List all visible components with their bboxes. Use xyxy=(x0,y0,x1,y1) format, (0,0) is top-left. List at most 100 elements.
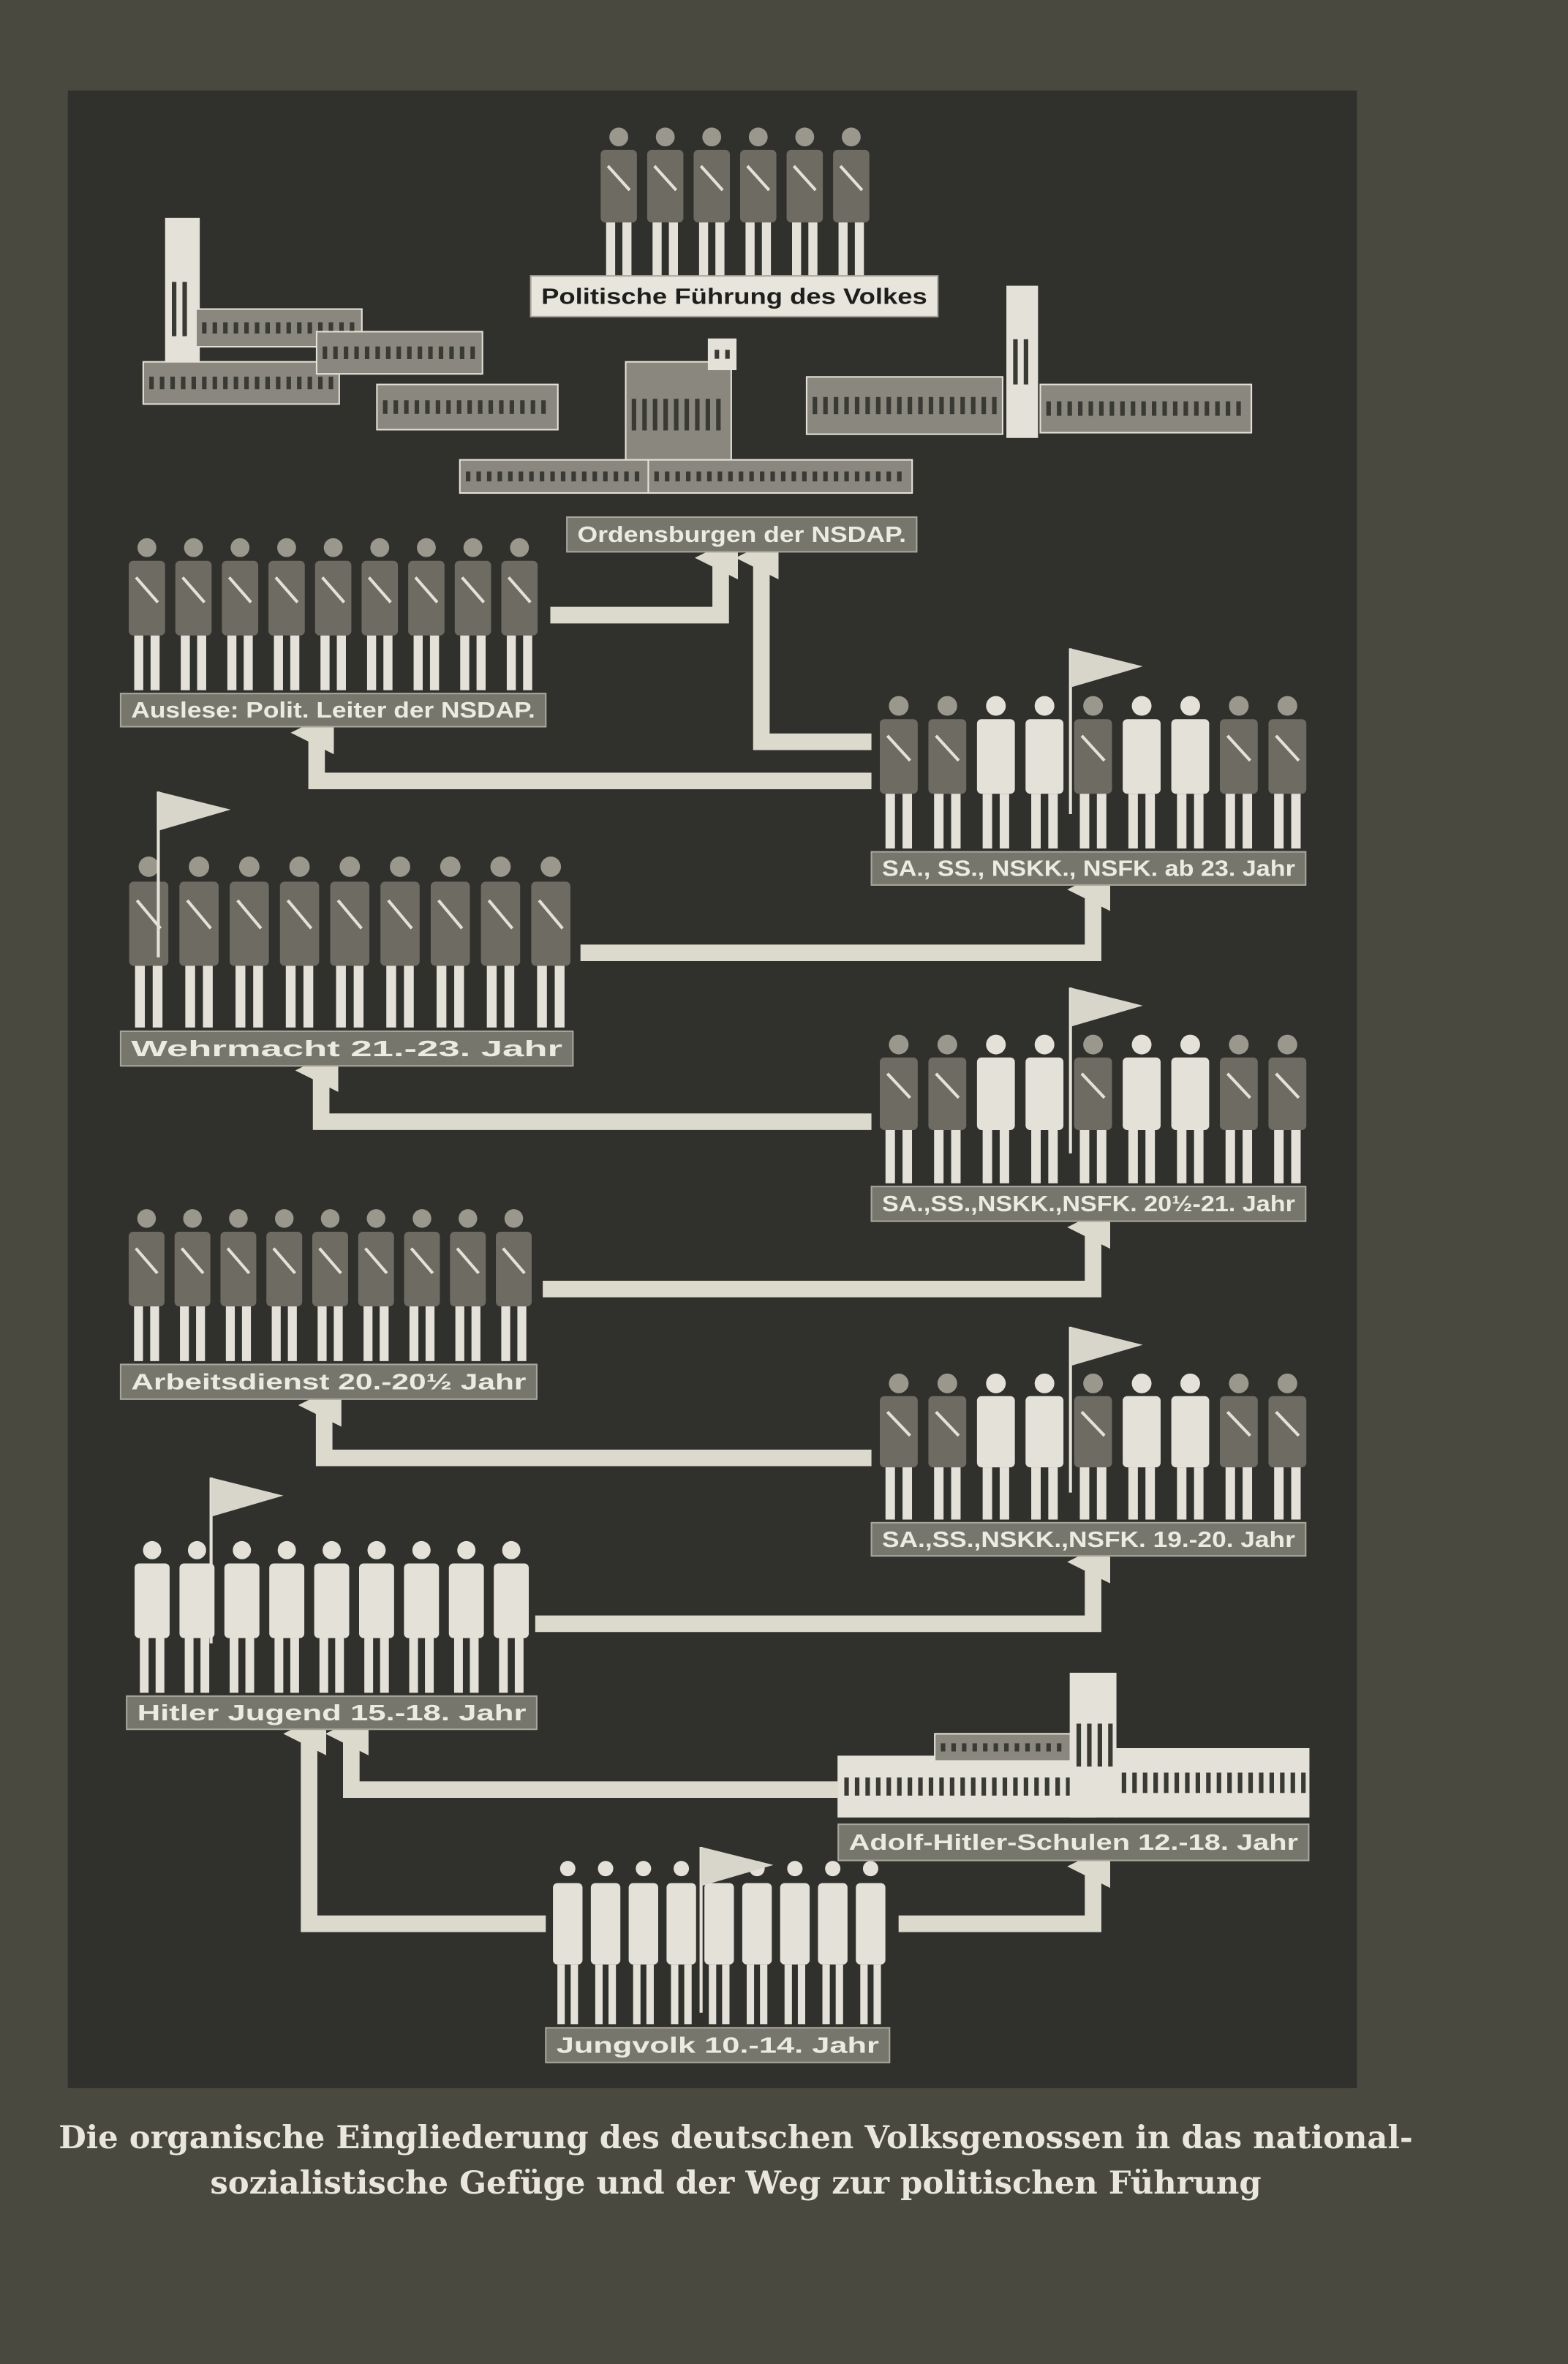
group-label: Ordensburgen der NSDAP. xyxy=(578,522,906,547)
label-bar xyxy=(529,275,939,317)
figure xyxy=(1074,1373,1112,1520)
figure-row xyxy=(553,1847,886,2025)
group-label: Jungvolk 10.-14. Jahr xyxy=(557,2032,879,2058)
arrow-connector xyxy=(283,1712,546,1932)
figure xyxy=(404,1209,440,1361)
flag-icon xyxy=(209,1477,284,1644)
figure xyxy=(501,538,538,690)
figure xyxy=(330,857,370,1028)
group-auslese: Auslese: Polit. Leiter der NSDAP. xyxy=(119,693,547,728)
figure xyxy=(135,1540,170,1693)
figure xyxy=(780,1861,810,2025)
figure xyxy=(818,1861,848,2025)
arrows-layer xyxy=(283,536,1111,1932)
label-bar xyxy=(119,693,547,728)
figure xyxy=(1025,696,1064,849)
figure xyxy=(1219,696,1258,849)
figure xyxy=(358,1209,394,1361)
figure xyxy=(1123,696,1161,849)
arrow-connector xyxy=(295,1048,872,1130)
figure xyxy=(220,1209,257,1361)
figure xyxy=(833,127,870,276)
figure xyxy=(448,1540,484,1693)
group-label: Auslese: Polit. Leiter der NSDAP. xyxy=(131,697,535,723)
figure xyxy=(786,127,823,276)
label-bar xyxy=(870,1521,1307,1557)
adolf-hitler-schule-building xyxy=(837,1672,1310,1818)
figure xyxy=(480,857,521,1028)
group-label: SA., SS., NSKK., NSFK. ab 23. Jahr xyxy=(882,856,1295,881)
figure xyxy=(1074,696,1112,849)
figure-row xyxy=(879,1326,1307,1520)
figure xyxy=(380,857,420,1028)
arrow-connector xyxy=(580,867,1111,962)
group-hitler-jugend: Hitler Jugend 15.-18. Jahr xyxy=(126,1695,538,1731)
figure-row xyxy=(135,1477,529,1693)
group-jungvolk: Jungvolk 10.-14. Jahr xyxy=(545,2027,891,2063)
group-sa-ab-23: SA., SS., NSKK., NSFK. ab 23. Jahr xyxy=(870,851,1307,886)
label-bar xyxy=(119,1030,574,1067)
figure xyxy=(666,1861,696,2025)
flag-icon xyxy=(1068,1326,1143,1493)
figure xyxy=(269,1540,305,1693)
flag-icon xyxy=(1068,648,1143,815)
figure xyxy=(408,538,445,690)
figure xyxy=(268,538,305,690)
figure xyxy=(1123,1373,1161,1520)
figure xyxy=(314,1540,350,1693)
figure xyxy=(494,1540,529,1693)
figure xyxy=(430,857,470,1028)
figure xyxy=(590,1861,621,2025)
flag-icon xyxy=(699,1847,774,2013)
labels-layer: Politische Führung des VolkesOrdensburge… xyxy=(119,275,1310,2063)
figure-row xyxy=(879,648,1307,849)
group-label: SA.,SS.,NSKK.,NSFK. 20½-21. Jahr xyxy=(882,1191,1295,1216)
figure xyxy=(179,1540,215,1693)
label-bar xyxy=(837,1823,1310,1862)
figure xyxy=(879,1373,918,1520)
group-label: SA.,SS.,NSKK.,NSFK. 19.-20. Jahr xyxy=(882,1527,1295,1552)
arrow-connector xyxy=(290,711,872,790)
figure xyxy=(175,538,212,690)
figure xyxy=(1025,1373,1064,1520)
figures-layer xyxy=(128,127,1307,2025)
figure xyxy=(1025,1034,1064,1183)
ordensburg-left-building xyxy=(142,217,559,431)
figure xyxy=(553,1861,583,2025)
figure xyxy=(1123,1034,1161,1183)
figure xyxy=(1268,1034,1307,1183)
figure xyxy=(266,1209,303,1361)
flag-icon xyxy=(1068,987,1143,1153)
figure xyxy=(496,1209,532,1361)
figure-row xyxy=(129,538,538,690)
group-label: Politische Führung des Volkes xyxy=(541,283,927,309)
figure xyxy=(600,127,637,276)
arrow-connector xyxy=(535,1540,1111,1633)
buildings-layer xyxy=(142,217,1310,1818)
group-sa-20-21: SA.,SS.,NSKK.,NSFK. 20½-21. Jahr xyxy=(870,1186,1307,1222)
figure xyxy=(693,127,731,276)
figure xyxy=(1171,696,1210,849)
group-politische-fuehrung: Politische Führung des Volkes xyxy=(529,275,939,317)
group-arbeitsdienst: Arbeitsdienst 20.-20½ Jahr xyxy=(119,1363,538,1400)
group-adolf-hitler-schulen: Adolf-Hitler-Schulen 12.-18. Jahr xyxy=(837,1823,1310,1862)
figure xyxy=(976,696,1015,849)
group-label: Hitler Jugend 15.-18. Jahr xyxy=(137,1700,527,1725)
label-bar xyxy=(119,1363,538,1400)
figure xyxy=(739,127,777,276)
group-ordensburgen: Ordensburgen der NSDAP. xyxy=(566,516,918,553)
label-bar xyxy=(870,1186,1307,1222)
figure xyxy=(454,538,491,690)
figure xyxy=(361,538,399,690)
figure xyxy=(856,1861,886,2025)
label-bar xyxy=(545,2027,891,2063)
figure xyxy=(224,1540,260,1693)
group-label: Arbeitsdienst 20.-20½ Jahr xyxy=(131,1369,526,1394)
figure xyxy=(1268,696,1307,849)
figure xyxy=(976,1373,1015,1520)
figure xyxy=(928,1034,967,1183)
figure-row xyxy=(600,127,870,276)
label-bar xyxy=(566,516,918,553)
flag-icon xyxy=(157,791,231,957)
ordensburg-right-building xyxy=(805,285,1253,438)
